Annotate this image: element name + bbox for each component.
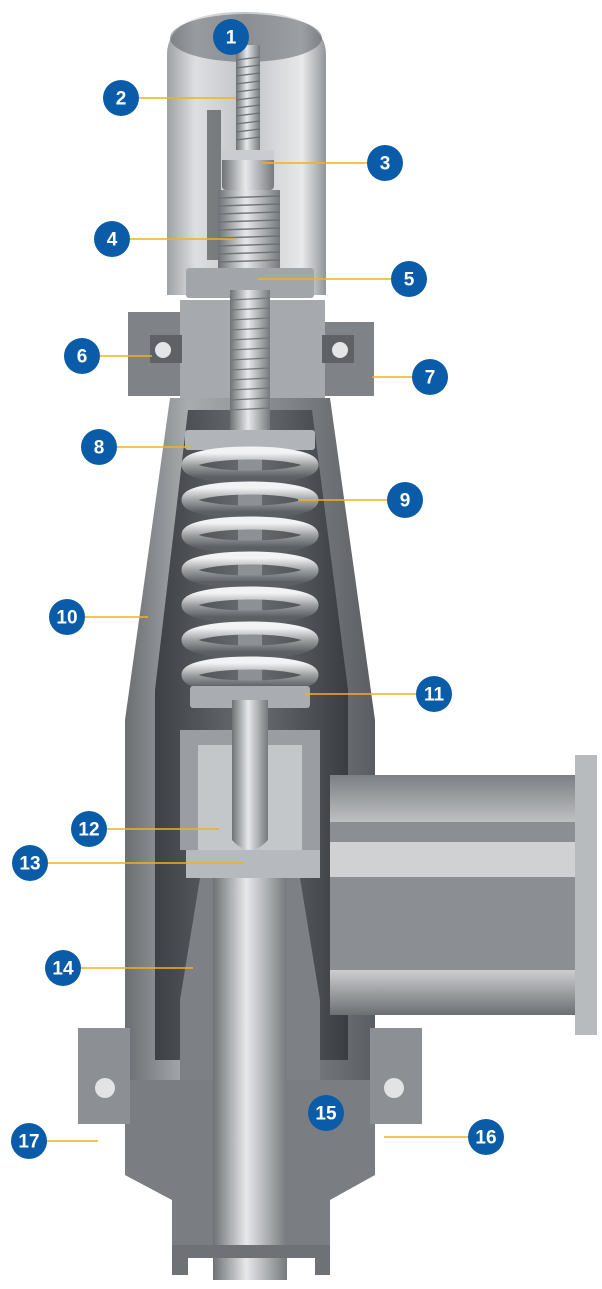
valve-seat-plate [186,850,320,878]
spindle [230,290,270,440]
outlet-pipe [330,755,597,1035]
lower-spring-plate [190,686,310,708]
upper-spring-plate [185,430,315,450]
callout-number-9: 9 [400,491,411,512]
callout-badge-6 [64,338,100,374]
callout-badge-11 [416,676,452,712]
callout-number-8: 8 [94,438,105,459]
callout-number-6: 6 [77,347,88,368]
callout-number-2: 2 [116,89,127,110]
callout-badge-1 [213,19,249,55]
callout-badge-7 [412,359,448,395]
callout-badge-9 [387,482,423,518]
callout-badge-13 [12,845,48,881]
callout-badge-14 [45,950,81,986]
callout-badge-2 [103,80,139,116]
callout-number-5: 5 [404,270,415,291]
spindle-thread [217,190,281,270]
callout-badge-5 [391,261,427,297]
lock-nut [222,150,274,190]
callout-badge-16 [468,1119,504,1155]
nozzle [180,878,320,1278]
callout-number-14: 14 [52,959,74,980]
callout-badge-10 [49,599,85,635]
callout-number-1: 1 [226,28,237,49]
callout-badge-17 [11,1123,47,1159]
callout-number-3: 3 [380,154,391,175]
callout-number-4: 4 [107,230,118,251]
callout-badge-4 [94,221,130,257]
callout-number-7: 7 [425,368,436,389]
callout-number-12: 12 [78,820,99,841]
callout-number-15: 15 [315,1104,337,1125]
callout-badge-3 [367,145,403,181]
bonnet-nut [186,268,314,298]
callout-badge-8 [81,429,117,465]
piston [180,700,320,850]
callout-number-13: 13 [19,854,40,875]
callout-number-17: 17 [18,1132,39,1153]
callout-number-16: 16 [475,1128,496,1149]
callout-badge-15 [308,1095,344,1131]
callout-number-10: 10 [56,608,77,629]
callout-badge-12 [71,811,107,847]
callout-number-11: 11 [424,685,445,706]
